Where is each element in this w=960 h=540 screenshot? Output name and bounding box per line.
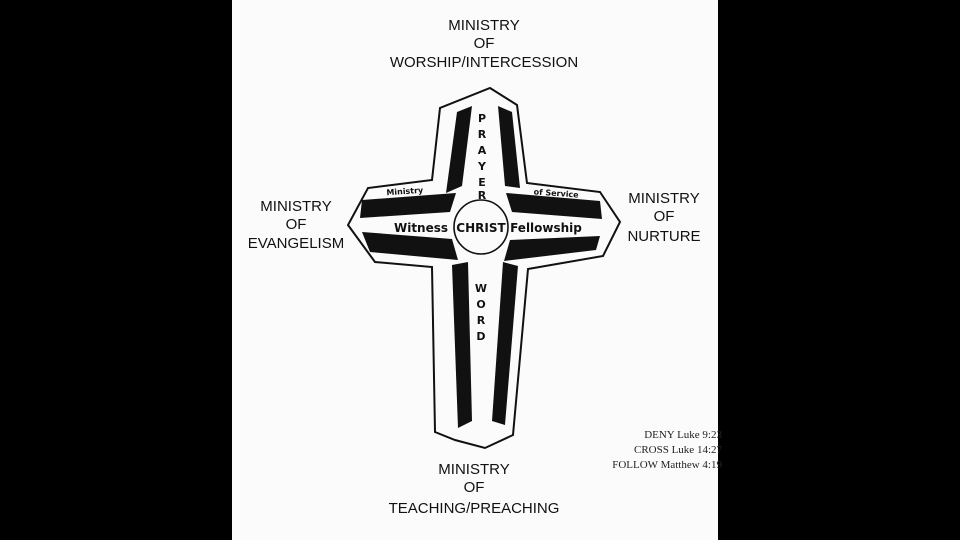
ministry-top-label: MINISTRY OF WORSHIP/INTERCESSION (390, 17, 578, 71)
ministry-left-label: MINISTRY OF EVANGELISM (248, 198, 344, 252)
prayer-letter: Y (477, 160, 487, 173)
scripture-references: DENY Luke 9:23 CROSS Luke 14:27 FOLLOW M… (592, 428, 722, 473)
prayer-letter: E (478, 176, 486, 189)
svg-text:MINISTRY: MINISTRY (260, 198, 331, 215)
svg-text:EVANGELISM: EVANGELISM (248, 235, 344, 252)
right-arm-label: Fellowship (510, 221, 582, 235)
svg-text:MINISTRY: MINISTRY (628, 190, 699, 207)
upper-right-arm-label: of Service (533, 187, 579, 199)
word-letter: R (477, 314, 486, 327)
prayer-letter: P (478, 112, 486, 125)
svg-text:MINISTRY: MINISTRY (438, 461, 509, 478)
reference-cross: CROSS Luke 14:27 (633, 444, 722, 456)
reference-deny: DENY Luke 9:23 (644, 429, 722, 441)
word-letter: W (475, 282, 487, 295)
ministry-right-label: MINISTRY OF NURTURE (627, 190, 700, 245)
word-letter: O (476, 298, 485, 311)
word-word: W O R D (475, 282, 487, 343)
reference-follow: FOLLOW Matthew 4:19 (612, 459, 722, 471)
svg-text:OF: OF (654, 208, 675, 225)
prayer-letter: A (478, 144, 487, 157)
svg-text:OF: OF (286, 216, 307, 233)
left-arm-label: Witness (394, 221, 448, 235)
svg-text:OF: OF (474, 35, 495, 52)
prayer-letter: R (478, 128, 487, 141)
cross-bands (360, 106, 602, 428)
prayer-letter: R (478, 189, 487, 202)
svg-text:WORSHIP/INTERCESSION: WORSHIP/INTERCESSION (390, 54, 578, 71)
svg-text:NURTURE: NURTURE (627, 228, 700, 245)
ministry-bottom-label: MINISTRY OF TEACHING/PREACHING (389, 461, 560, 517)
upper-left-arm-label: Ministry (386, 186, 424, 198)
svg-text:MINISTRY: MINISTRY (448, 17, 519, 34)
word-letter: D (476, 330, 485, 343)
svg-text:TEACHING/PREACHING: TEACHING/PREACHING (389, 500, 560, 517)
prayer-word: P R A Y E R (477, 112, 487, 202)
svg-text:OF: OF (464, 479, 485, 496)
center-label: CHRIST (456, 221, 506, 235)
cross-outline (346, 86, 622, 450)
center-circle (453, 199, 509, 255)
